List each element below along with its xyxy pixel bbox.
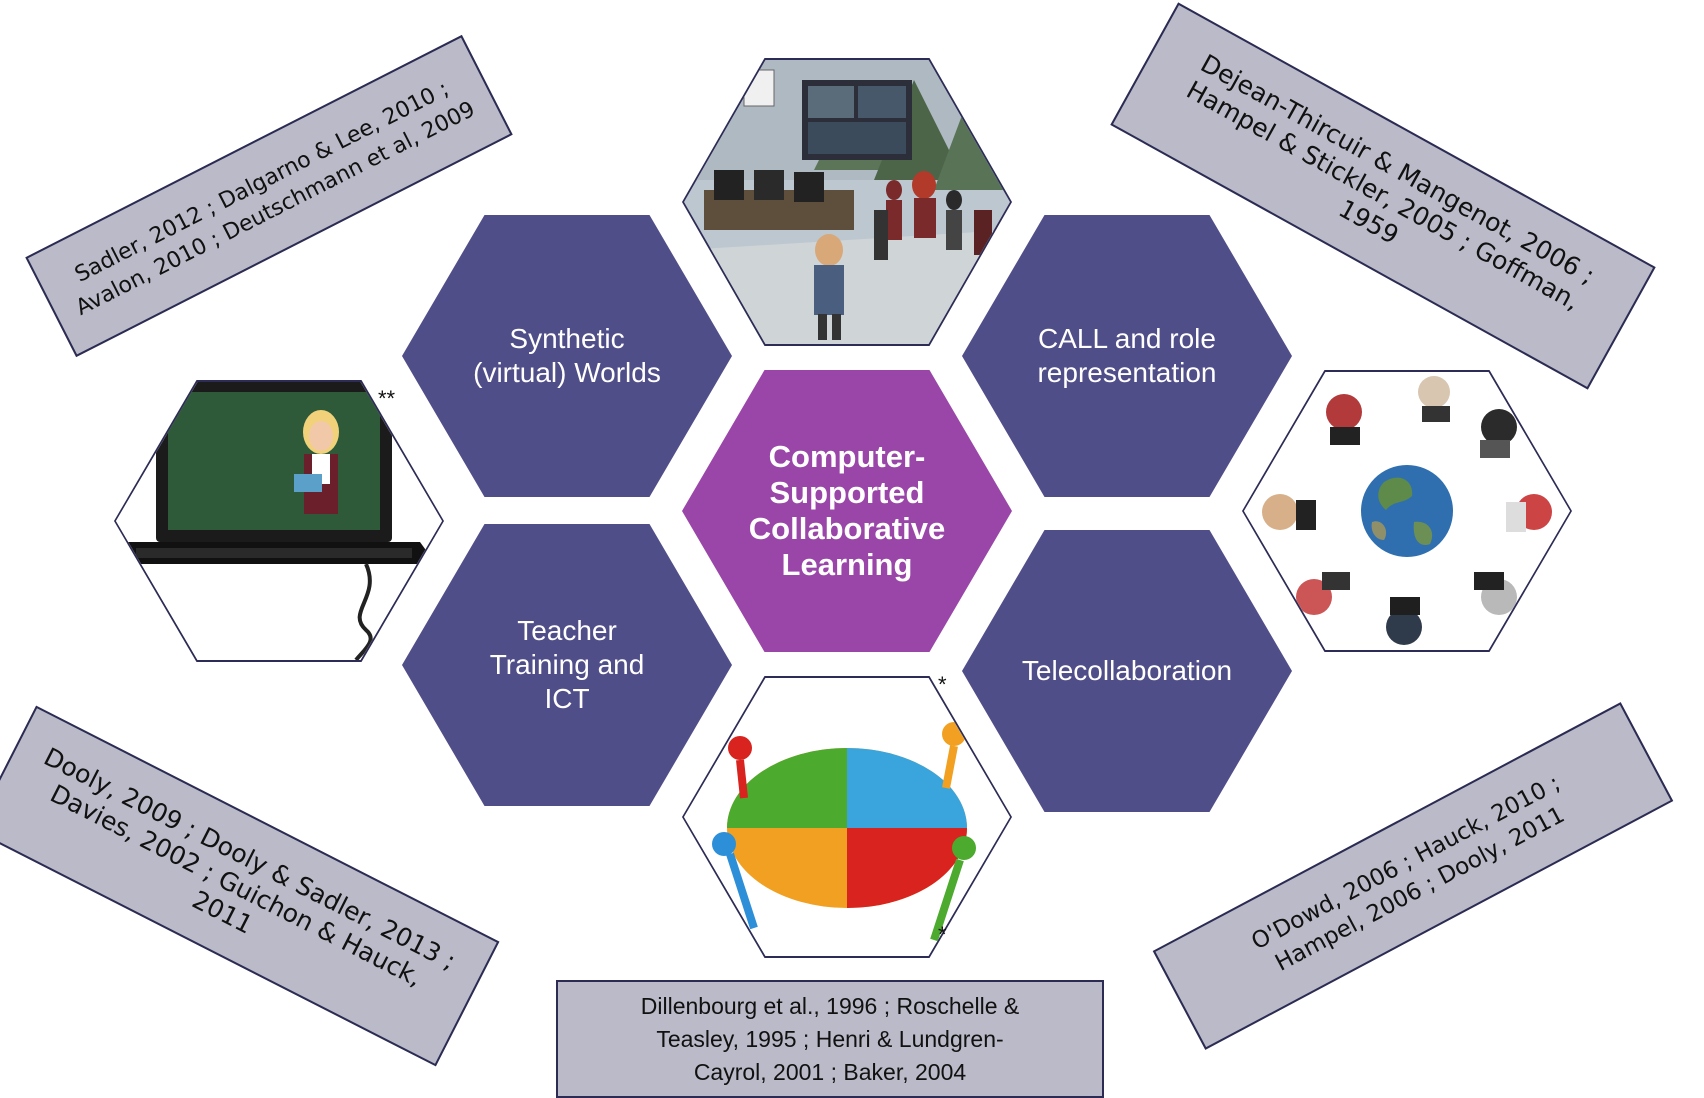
topic-label-line: ICT (544, 683, 590, 714)
reference-line: Avalon, 2010 ; Deutschmann et al, 2009 (72, 96, 480, 321)
teacher-laptop-illustration (116, 382, 442, 660)
topic-label-line: Synthetic (509, 323, 625, 354)
reference-line: Davies, 2002 ; Guichon & Hauck, (45, 778, 427, 993)
center-label-line: Computer- (768, 439, 926, 474)
puzzle-team-image (682, 676, 1012, 958)
reference-line: Dillenbourg et al., 1996 ; Roschelle & (640, 992, 1020, 1019)
topic-teacher-training: Teacher Training and ICT (402, 524, 732, 806)
reference-line: Sadler, 2012 ; Dalgarno & Lee, 2010 ; (70, 76, 453, 288)
topic-call-roles: CALL and role representation (962, 215, 1292, 497)
teacher-laptop-image (114, 380, 444, 662)
topic-synthetic-worlds: Synthetic (virtual) Worlds (402, 215, 732, 497)
topic-label-line: CALL and role (1038, 323, 1216, 354)
topic-label-line: representation (1037, 357, 1217, 388)
reference-box-bottom-left: Dooly, 2009 ; Dooly & Sadler, 2013 ; Dav… (0, 705, 500, 1067)
center-label-line: Learning (781, 547, 913, 582)
topic-label-line: Telecollaboration (1021, 655, 1233, 686)
center-label-line: Supported (769, 475, 925, 510)
topic-telecollaboration: Telecollaboration (962, 530, 1292, 812)
virtual-world-image (682, 58, 1012, 346)
topic-label-line: Training and (489, 649, 645, 680)
center-label-line: Collaborative (748, 511, 946, 546)
globe-people-illustration (1244, 372, 1570, 650)
topic-label-line: (virtual) Worlds (473, 357, 661, 388)
reference-line: Cayrol, 2001 ; Baker, 2004 (693, 1058, 967, 1085)
center-hex-cscl: Computer- Supported Collaborative Learni… (682, 370, 1012, 652)
virtual-world-scene-illustration (684, 60, 1010, 344)
puzzle-team-illustration (684, 678, 1010, 956)
footnote-marker-double-star: ** (378, 386, 396, 411)
reference-line: Hampel, 2006 ; Dooly, 2011 (1271, 801, 1569, 977)
topic-label-line: Teacher (517, 615, 617, 646)
globe-laptops-image (1242, 370, 1572, 652)
footnote-marker-star-b: * (938, 922, 947, 947)
footnote-marker-star: * (938, 672, 947, 697)
reference-line: Teasley, 1995 ; Henri & Lundgren- (656, 1025, 1004, 1052)
reference-box-bottom-center: Dillenbourg et al., 1996 ; Roschelle & T… (556, 980, 1104, 1098)
reference-line: O'Dowd, 2006 ; Hauck, 2010 ; (1247, 770, 1565, 956)
